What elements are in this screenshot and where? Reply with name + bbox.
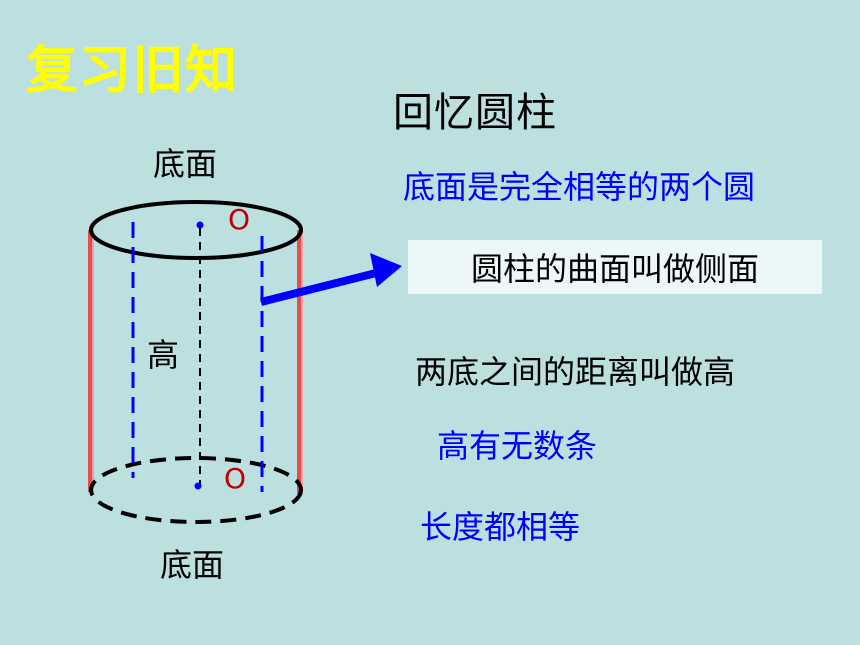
- fact-height-definition: 两底之间的距离叫做高: [415, 353, 736, 391]
- bottom-base-label: 底面: [160, 546, 225, 584]
- fact-side-surface: 圆柱的曲面叫做侧面: [470, 250, 759, 288]
- fact-equal-length: 长度都相等: [420, 508, 581, 546]
- slide-subtitle: 回忆圆柱: [393, 90, 557, 136]
- bottom-center-label: O: [224, 462, 247, 495]
- arrow-shaft: [260, 268, 381, 306]
- top-base-ellipse: [89, 200, 303, 260]
- fact-many-heights: 高有无数条: [437, 427, 598, 465]
- top-center-dot: [196, 221, 204, 229]
- slide-title: 复习旧知: [26, 41, 239, 101]
- top-center-label: O: [228, 203, 251, 236]
- height-label: 高: [147, 336, 180, 374]
- bottom-base-ellipse: [89, 456, 303, 524]
- arrow-head-icon: [370, 253, 402, 287]
- bottom-center-dot: [194, 482, 202, 490]
- fact-base-circles: 底面是完全相等的两个圆: [403, 168, 756, 206]
- side-surface-box: 圆柱的曲面叫做侧面: [408, 240, 822, 294]
- top-base-label: 底面: [153, 145, 218, 183]
